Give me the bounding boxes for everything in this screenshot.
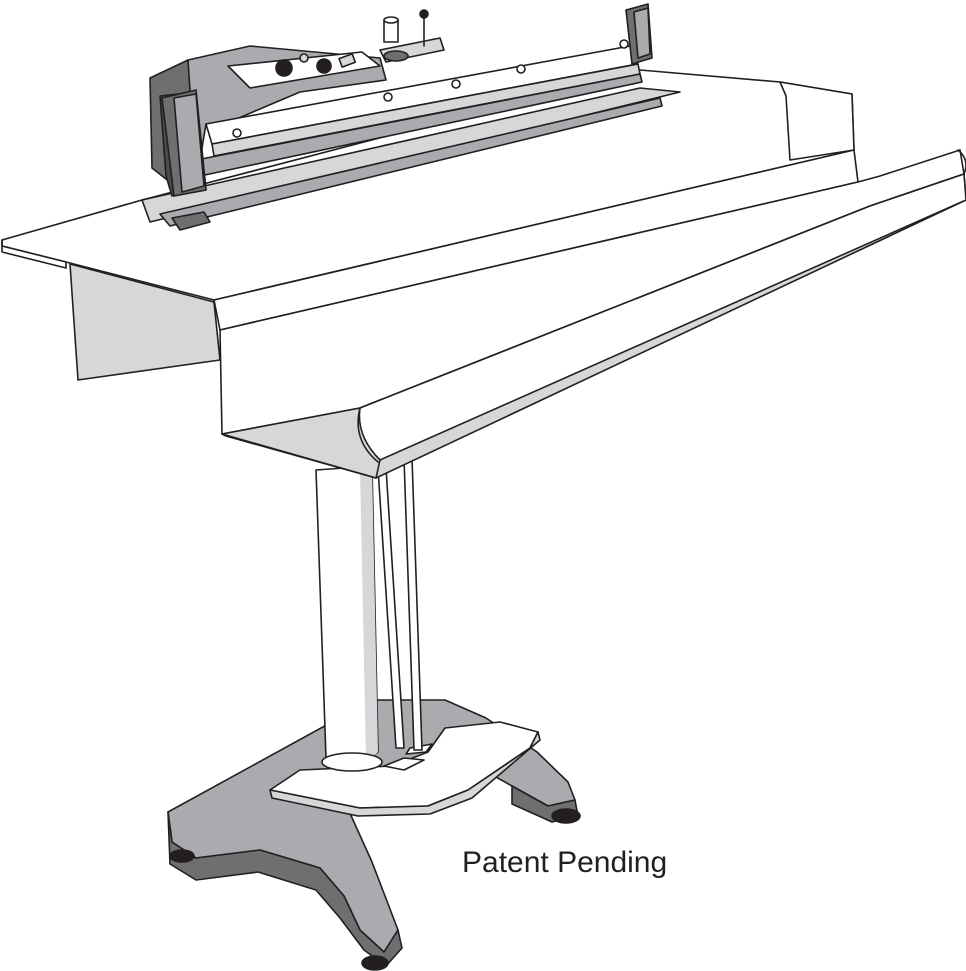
arm-screws (233, 40, 628, 137)
column-collar (322, 753, 382, 771)
trough-lip-curl (358, 408, 378, 462)
deck-left-edge (2, 240, 66, 268)
screw-head-icon (452, 80, 460, 88)
screw-head-icon (517, 65, 525, 73)
tension-clamp (380, 10, 444, 62)
left-grip-face (174, 94, 204, 192)
base-front-left (168, 812, 402, 966)
clamp-spring (384, 51, 408, 61)
sealer-head (142, 4, 680, 230)
base-foot-front (362, 956, 388, 970)
base-foot-left (170, 850, 194, 862)
table-tray (2, 70, 966, 478)
patent-pending-caption: Patent Pending (462, 846, 668, 879)
trough-front-lip (359, 174, 966, 460)
lower-jaw-bar (160, 98, 662, 226)
indicator-lamp-icon (300, 54, 308, 62)
clamp-post-top (384, 17, 398, 23)
column-shade (360, 466, 378, 760)
rocker-switch-icon (339, 54, 355, 67)
deck-rear-lip (780, 82, 854, 160)
control-knob-icon (276, 60, 292, 76)
base-foot-back (552, 809, 580, 823)
clamp-screw-head (420, 10, 428, 18)
pedal-plate-edge (270, 732, 540, 816)
pedal-slot (384, 758, 424, 770)
right-bracket-face (634, 8, 650, 58)
deck-underside (222, 434, 380, 478)
slider-block (172, 212, 210, 230)
control-knob-icon (317, 59, 331, 73)
screw-head-icon (620, 40, 628, 48)
screw-head-icon (384, 93, 392, 101)
screw-head-icon (233, 129, 241, 137)
